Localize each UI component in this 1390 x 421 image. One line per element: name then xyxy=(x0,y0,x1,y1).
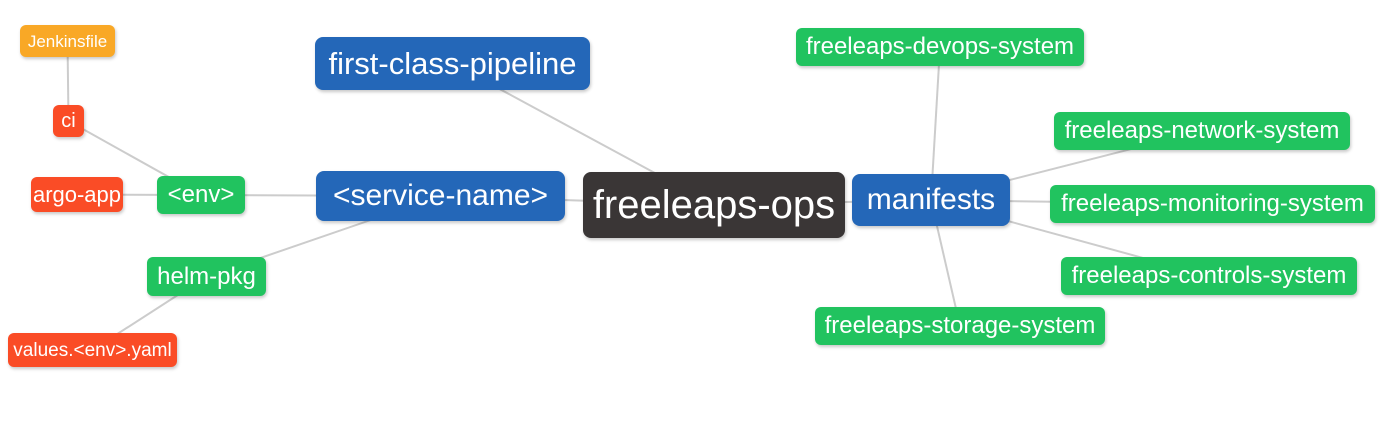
node-freeleaps-network-system[interactable]: freeleaps-network-system xyxy=(1054,112,1350,150)
node-freeleaps-ops[interactable]: freeleaps-ops xyxy=(583,172,845,238)
node-label: freeleaps-ops xyxy=(592,183,836,227)
node-label: freeleaps-storage-system xyxy=(824,312,1096,339)
node-label: freeleaps-controls-system xyxy=(1071,262,1347,289)
node-jenkinsfile[interactable]: Jenkinsfile xyxy=(20,25,115,57)
node-argo-app[interactable]: argo-app xyxy=(31,177,123,212)
node-label: ci xyxy=(61,110,76,132)
node-service-name[interactable]: <service-name> xyxy=(316,171,565,221)
node-helm-pkg[interactable]: helm-pkg xyxy=(147,257,266,296)
node-label: freeleaps-network-system xyxy=(1064,117,1340,144)
node-label: Jenkinsfile xyxy=(27,31,108,51)
node-freeleaps-storage-system[interactable]: freeleaps-storage-system xyxy=(815,307,1105,345)
node-label: <service-name> xyxy=(332,179,549,212)
node-freeleaps-monitoring-system[interactable]: freeleaps-monitoring-system xyxy=(1050,185,1375,223)
node-first-class-pipeline[interactable]: first-class-pipeline xyxy=(315,37,590,90)
node-label: freeleaps-monitoring-system xyxy=(1061,190,1364,217)
node-label: <env> xyxy=(167,181,235,208)
node-label: manifests xyxy=(866,183,996,216)
node-label: helm-pkg xyxy=(157,262,256,290)
node-label: argo-app xyxy=(32,181,122,207)
node-values-env-yaml[interactable]: values.<env>.yaml xyxy=(8,333,177,367)
node-ci[interactable]: ci xyxy=(53,105,84,137)
node-label: first-class-pipeline xyxy=(328,46,577,81)
node-freeleaps-controls-system[interactable]: freeleaps-controls-system xyxy=(1061,257,1357,295)
node-env[interactable]: <env> xyxy=(157,176,245,214)
node-freeleaps-devops-system[interactable]: freeleaps-devops-system xyxy=(796,28,1084,66)
node-label: values.<env>.yaml xyxy=(13,339,172,361)
node-manifests[interactable]: manifests xyxy=(852,174,1010,226)
node-label: freeleaps-devops-system xyxy=(805,33,1075,60)
